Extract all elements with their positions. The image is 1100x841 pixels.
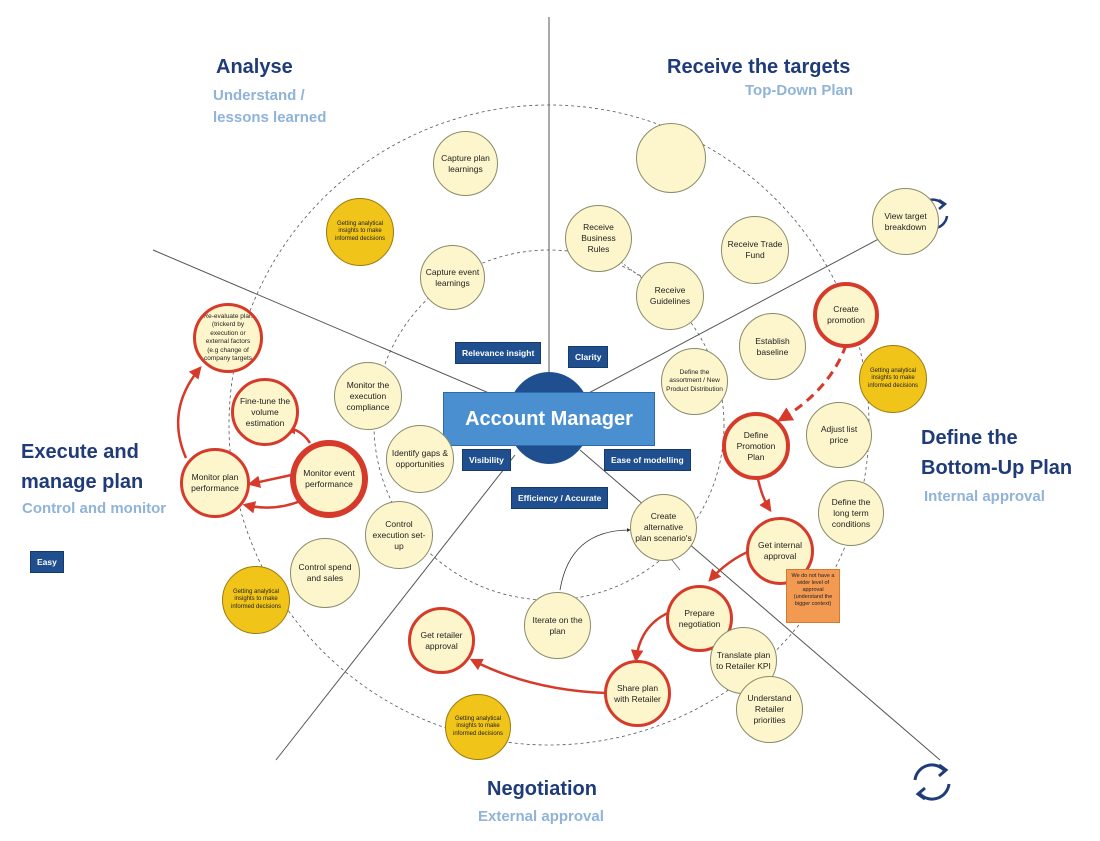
node-monitor-execution-compliance: Monitor the execution compliance [334,362,402,430]
execute-title-2: manage plan [21,471,144,493]
node-capture-event-learnings: Capture event learnings [420,245,485,310]
node-fine-tune-volume: Fine-tune the volume estimation [231,378,299,446]
account-manager-box: Account Manager [443,392,655,446]
tag-relevance-insight: Relevance insight [455,342,542,364]
node-iterate-plan: Iterate on the plan [524,592,591,659]
node-insights-negotiation: Getting analytical insights to make info… [445,694,511,760]
node-create-promotion: Create promotion [813,282,879,348]
tag-ease-of-modelling: Ease of modelling [604,449,691,471]
refresh-icon-bottom [913,763,951,801]
negotiation-title: Negotiation [487,778,597,800]
tag-efficiency-accurate: Efficiency / Accurate [511,487,609,509]
node-receive-trade-fund: Receive Trade Fund [721,216,789,284]
node-define-promotion-plan: Define Promotion Plan [722,412,790,480]
node-share-plan-retailer: Share plan with Retailer [604,660,671,727]
node-define-long-term: Define the long term conditions [818,480,884,546]
node-monitor-event-performance: Monitor event performance [290,440,368,518]
node-control-spend-sales: Control spend and sales [290,538,360,608]
node-establish-baseline: Establish baseline [739,313,806,380]
define-subtitle: Internal approval [924,488,1045,505]
negotiation-subtitle: External approval [478,808,604,825]
node-control-execution-setup: Control execution set-up [365,501,433,569]
node-insights-execute: Getting analytical insights to make info… [222,566,290,634]
node-monitor-plan-performance: Monitor plan performance [180,448,250,518]
analyse-subtitle-1: Understand / [213,87,305,104]
tag-easy: Easy [30,551,64,573]
node-empty-top [636,123,706,193]
node-capture-plan-learnings: Capture plan learnings [433,131,498,196]
define-title-2: Bottom-Up Plan [921,457,1073,479]
analyse-title: Analyse [216,56,293,78]
node-create-alternative-scenarios: Create alternative plan scenario's [630,494,697,561]
node-get-retailer-approval: Get retailer approval [408,607,475,674]
receive-title: Receive the targets [667,56,851,78]
node-re-evaluate-plan: Re-evaluate plan (trickerd by execution … [193,303,263,373]
note-wider-approval: We do not have a wider level of approval… [786,569,840,623]
tag-visibility: Visibility [462,449,511,471]
analyse-subtitle-2: lessons learned [213,109,327,126]
node-insights-define: Getting analytical insights to make info… [859,345,927,413]
execute-title-1: Execute and [21,441,139,463]
node-view-target-breakdown: View target breakdown [872,188,939,255]
tag-clarity: Clarity [568,346,609,368]
node-understand-retailer-priorities: Understand Retailer priorities [736,676,803,743]
node-define-assortment: Define the assortment / New Product Dist… [661,348,728,415]
node-adjust-list-price: Adjust list price [806,402,872,468]
node-identify-gaps: Identify gaps & opportunities [386,425,454,493]
node-insights-analyse: Getting analytical insights to make info… [326,198,394,266]
define-title-1: Define the [921,427,1018,449]
receive-subtitle: Top-Down Plan [745,82,854,99]
node-receive-business-rules: Receive Business Rules [565,205,632,272]
node-receive-guidelines: Receive Guidelines [636,262,704,330]
execute-subtitle: Control and monitor [22,500,167,517]
